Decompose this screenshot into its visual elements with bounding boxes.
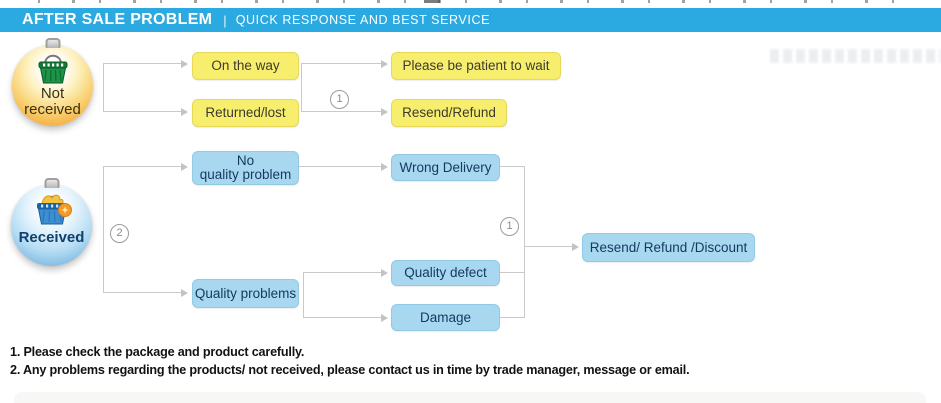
flow-box-on-the-way: On the way	[192, 52, 299, 80]
next-section-edge	[14, 392, 926, 403]
arrow-right-icon	[181, 289, 188, 297]
connector-line	[498, 272, 524, 273]
arrow-right-icon	[381, 314, 388, 322]
connector-line	[103, 292, 181, 293]
flow-box-please-be-patient: Please be patient to wait	[391, 52, 561, 80]
connector-line	[303, 272, 381, 273]
step-marker-top-1: 1	[330, 90, 349, 109]
flow-box-wrong-delivery: Wrong Delivery	[391, 154, 500, 181]
ornament-clip-icon	[45, 38, 60, 48]
green-shopping-basket-icon	[38, 54, 67, 84]
received-node: Received	[11, 178, 92, 266]
arrow-right-icon	[381, 60, 388, 68]
arrow-right-icon	[381, 108, 388, 116]
no-quality-problem-line2: quality problem	[199, 167, 292, 182]
connector-line	[103, 63, 104, 112]
arrow-right-icon	[381, 269, 388, 277]
received-label: Received	[18, 229, 85, 246]
connector-line	[103, 166, 104, 293]
connector-line	[301, 63, 302, 112]
connector-line	[498, 317, 525, 318]
flow-box-resend-refund: Resend/Refund	[391, 99, 507, 127]
connector-line	[524, 246, 572, 247]
note-line-2: 2. Any problems regarding the products/ …	[10, 362, 690, 377]
header-bar: AFTER SALE PROBLEM | QUICK RESPONSE AND …	[0, 8, 941, 32]
header-separator: |	[223, 12, 227, 28]
flow-box-no-quality-problem: No quality problem	[192, 151, 299, 185]
not-received-node: Not received	[12, 38, 93, 126]
connector-line	[301, 63, 381, 64]
connector-line	[498, 166, 524, 167]
connector-line	[103, 63, 181, 64]
flow-box-quality-problems: Quality problems	[192, 279, 299, 308]
flow-box-resend-refund-discount: Resend/ Refund /Discount	[582, 233, 755, 262]
no-quality-problem-line1: No	[236, 153, 255, 168]
connector-line	[303, 317, 381, 318]
connector-line	[103, 111, 181, 112]
connector-line	[301, 111, 381, 112]
arrow-right-icon	[381, 163, 388, 171]
clipped-text-remnant	[38, 0, 908, 3]
flow-box-quality-defect: Quality defect	[391, 260, 500, 286]
connector-line	[524, 166, 525, 318]
clipped-text-remnant-dash	[424, 0, 440, 3]
arrow-right-icon	[572, 243, 579, 251]
arrow-right-icon	[181, 108, 188, 116]
arrow-right-icon	[181, 60, 188, 68]
note-line-1: 1. Please check the package and product …	[10, 344, 305, 359]
header-title: AFTER SALE PROBLEM	[22, 11, 213, 28]
header-subtitle: QUICK RESPONSE AND BEST SERVICE	[235, 13, 491, 27]
blue-shopping-basket-icon	[36, 194, 72, 225]
connector-line	[297, 166, 381, 167]
connector-line	[303, 272, 304, 318]
flow-box-returned-lost: Returned/lost	[192, 99, 299, 127]
arrow-right-icon	[181, 163, 188, 171]
not-received-label: Not received	[24, 86, 81, 118]
step-marker-left-2: 2	[110, 224, 129, 243]
faint-watermark	[770, 49, 941, 63]
not-received-label-line1: Not	[40, 85, 65, 102]
step-marker-right-1: 1	[500, 217, 519, 236]
not-received-label-line2: received	[24, 101, 81, 118]
flow-box-damage: Damage	[391, 304, 500, 331]
connector-line	[103, 166, 181, 167]
ornament-clip-icon	[44, 178, 59, 188]
